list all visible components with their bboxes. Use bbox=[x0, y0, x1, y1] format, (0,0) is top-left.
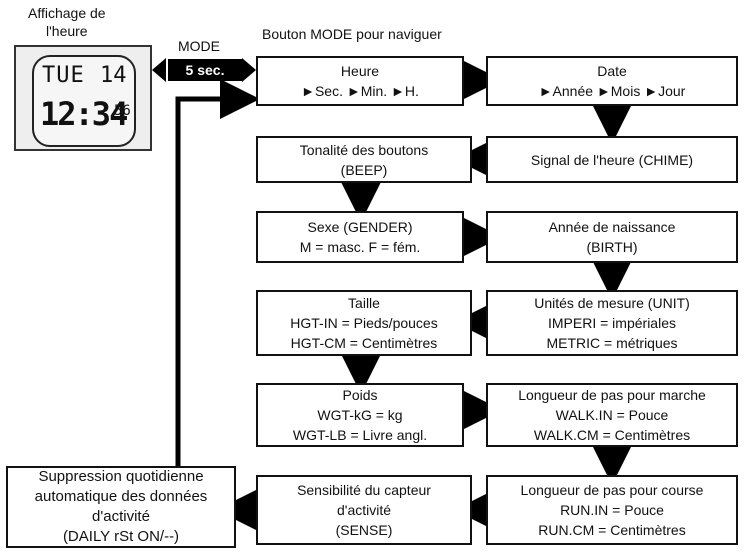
box-daily: Suppression quotidienne automatique des … bbox=[6, 466, 236, 548]
watch-illustration: TUE 14 12:34 56 bbox=[14, 45, 152, 151]
watch-day: TUE bbox=[42, 63, 85, 88]
box-beep: Tonalité des boutons (BEEP) bbox=[256, 136, 472, 183]
box-gender-detail: M = masc. F = fém. bbox=[299, 239, 421, 255]
box-sense-detail-2: (SENSE) bbox=[335, 522, 393, 538]
box-taille-detail-1: HGT-IN = Pieds/pouces bbox=[290, 315, 438, 331]
box-chime-title: Signal de l'heure (CHIME) bbox=[530, 151, 694, 168]
box-walk-detail-2: WALK.CM = Centimètres bbox=[533, 427, 691, 443]
box-unit-title: Unités de mesure (UNIT) bbox=[534, 295, 690, 311]
box-unit-detail-2: METRIC = métriques bbox=[546, 335, 678, 351]
box-chime: Signal de l'heure (CHIME) bbox=[486, 136, 738, 183]
box-gender-title: Sexe (GENDER) bbox=[307, 219, 413, 235]
box-poids-detail-2: WGT-LB = Livre angl. bbox=[292, 427, 428, 443]
box-birth-detail: (BIRTH) bbox=[586, 239, 638, 255]
arrow-daily-heure bbox=[175, 79, 260, 466]
box-sense-title: Sensibilité du capteur bbox=[297, 482, 431, 498]
box-poids-title: Poids bbox=[342, 387, 378, 403]
box-birth: Année de naissance (BIRTH) bbox=[486, 211, 738, 263]
box-sense: Sensibilité du capteur d'activité (SENSE… bbox=[256, 475, 472, 545]
box-run-detail-2: RUN.CM = Centimètres bbox=[538, 522, 686, 538]
box-heure-title: Heure bbox=[340, 63, 380, 79]
box-unit-detail-1: IMPERI = impériales bbox=[548, 315, 676, 331]
mode-double-arrow-right bbox=[242, 58, 256, 82]
box-heure: Heure ►Sec. ►Min. ►H. bbox=[256, 56, 464, 106]
box-poids-detail-1: WGT-kG = kg bbox=[317, 407, 403, 423]
box-unit: Unités de mesure (UNIT) IMPERI = impéria… bbox=[486, 290, 738, 356]
watch-seconds: 56 bbox=[114, 103, 131, 119]
display-title-line-2: l'heure bbox=[46, 23, 88, 39]
box-beep-detail: (BEEP) bbox=[340, 161, 388, 178]
box-heure-detail: ►Sec. ►Min. ►H. bbox=[301, 83, 419, 99]
box-daily-line-2: automatique des données bbox=[34, 488, 208, 505]
box-walk-title: Longueur de pas pour marche bbox=[518, 387, 706, 403]
box-walk-detail-1: WALK.IN = Pouce bbox=[555, 407, 669, 423]
mode-duration-badge: 5 sec. bbox=[168, 59, 242, 81]
watch-date: 14 bbox=[100, 63, 127, 88]
box-date: Date ►Année ►Mois ►Jour bbox=[486, 56, 738, 106]
watch-time: 12:34 bbox=[40, 95, 128, 133]
box-walk: Longueur de pas pour marche WALK.IN = Po… bbox=[486, 383, 738, 447]
box-run: Longueur de pas pour course RUN.IN = Pou… bbox=[486, 475, 738, 545]
box-taille: Taille HGT-IN = Pieds/pouces HGT-CM = Ce… bbox=[256, 290, 472, 356]
box-daily-line-4: (DAILY rSt ON/--) bbox=[62, 528, 180, 545]
box-beep-title: Tonalité des boutons bbox=[299, 141, 429, 158]
box-date-title: Date bbox=[597, 63, 627, 79]
mode-label: MODE bbox=[178, 38, 220, 54]
display-title: Affichage de l'heure bbox=[28, 4, 106, 40]
box-run-detail-1: RUN.IN = Pouce bbox=[560, 502, 664, 518]
box-daily-line-1: Suppression quotidienne bbox=[38, 468, 204, 485]
box-run-title: Longueur de pas pour course bbox=[520, 482, 704, 498]
box-gender: Sexe (GENDER) M = masc. F = fém. bbox=[256, 211, 464, 263]
box-taille-title: Taille bbox=[348, 295, 380, 311]
display-title-line-1: Affichage de bbox=[28, 5, 106, 21]
box-birth-title: Année de naissance bbox=[548, 219, 676, 235]
box-date-detail: ►Année ►Mois ►Jour bbox=[538, 83, 686, 99]
box-poids: Poids WGT-kG = kg WGT-LB = Livre angl. bbox=[256, 383, 464, 447]
box-daily-line-3: d'activité bbox=[92, 508, 150, 525]
box-taille-detail-2: HGT-CM = Centimètres bbox=[290, 335, 438, 351]
watch-lcd: TUE 14 12:34 56 bbox=[32, 55, 136, 147]
nav-caption: Bouton MODE pour naviguer bbox=[262, 26, 442, 42]
box-sense-detail-1: d'activité bbox=[336, 502, 392, 518]
mode-double-arrow bbox=[152, 58, 166, 82]
